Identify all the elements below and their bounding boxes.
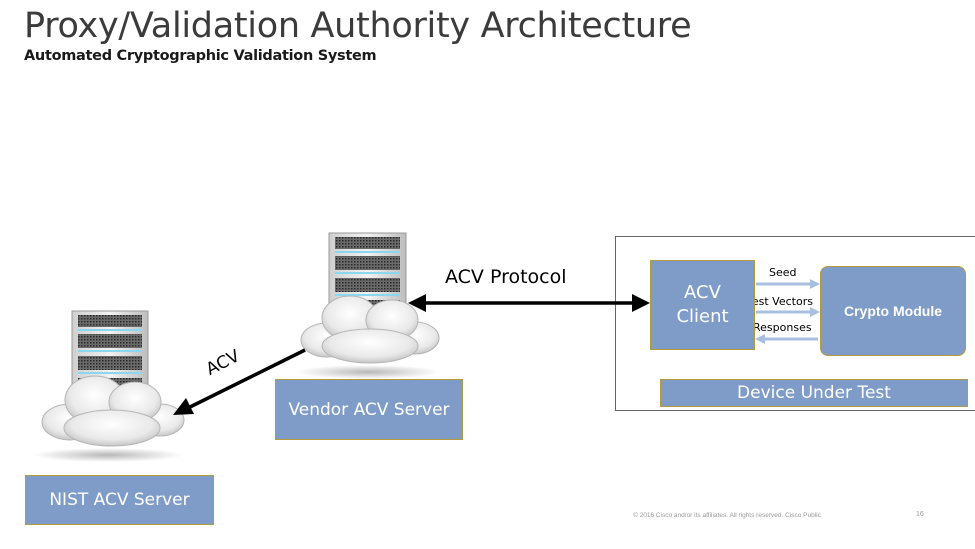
device-under-test-frame [615, 236, 975, 411]
responses-arrow [755, 334, 818, 344]
acv-protocol-label: ACV Protocol [445, 266, 567, 288]
crypto-module-box: Crypto Module [820, 266, 966, 356]
nist-cloud-icon [33, 375, 185, 462]
seed-arrow [756, 279, 820, 289]
responses-label: Responses [753, 321, 812, 334]
device-under-test-box: Device Under Test [660, 379, 968, 407]
test-vectors-arrow [756, 307, 820, 317]
acv-client-line1: ACV [684, 282, 721, 303]
acv-client-box: ACV Client [650, 260, 755, 350]
acv-link-arrow [173, 348, 306, 415]
page-subtitle: Automated Cryptographic Validation Syste… [24, 48, 377, 64]
vendor-acv-server-box: Vendor ACV Server [275, 379, 463, 440]
seed-label: Seed [769, 266, 797, 279]
acv-protocol-arrow [408, 294, 650, 312]
vendor-cloud-icon [296, 295, 440, 379]
nist-acv-server-box: NIST ACV Server [25, 475, 214, 525]
page-title: Proxy/Validation Authority Architecture [24, 6, 692, 46]
acv-client-line2: Client [676, 306, 729, 327]
test-vectors-label: Test Vectors [747, 295, 813, 308]
page-number: 16 [916, 511, 924, 518]
footer-copyright: © 2016 Cisco and/or its affiliates. All … [633, 512, 821, 519]
